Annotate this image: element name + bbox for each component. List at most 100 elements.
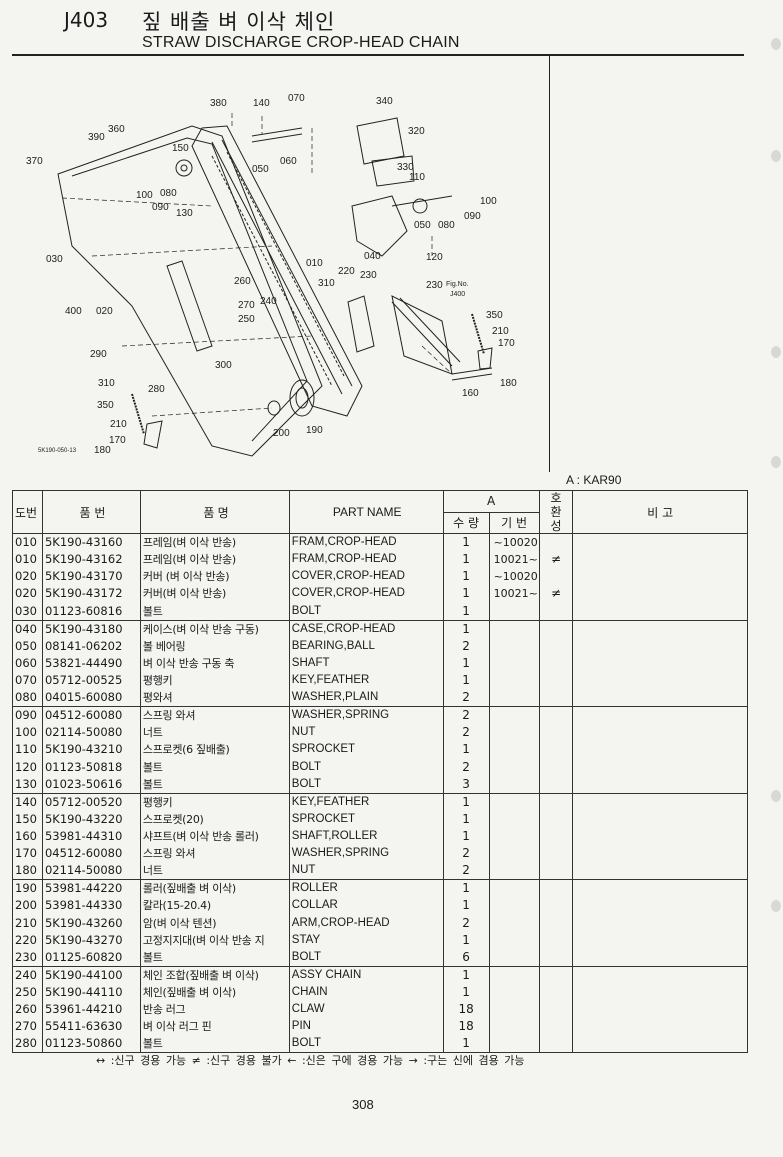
- cell-part-no: 04512-60080: [41, 706, 141, 725]
- cell-name-en: SHAFT,ROLLER: [288, 827, 444, 846]
- cover-plate: [57, 125, 323, 457]
- svg-text:180: 180: [500, 378, 517, 389]
- cell-qty: 18: [442, 1001, 490, 1019]
- svg-text:100: 100: [480, 196, 497, 207]
- svg-text:120: 120: [426, 252, 443, 263]
- cell-qty: 1: [442, 983, 490, 1001]
- diagram-divider: [549, 56, 550, 472]
- svg-text:380: 380: [210, 98, 227, 109]
- cell-part-no: 05712-00520: [41, 793, 141, 811]
- cell-serial: [488, 983, 540, 1001]
- cell-part-no: 5K190-43180: [41, 620, 141, 638]
- cell-compat: [538, 931, 574, 949]
- cell-serial: [488, 879, 540, 898]
- svg-text:330: 330: [397, 162, 414, 173]
- cell-part-no: 5K190-43162: [41, 551, 141, 569]
- cell-remarks: [572, 637, 748, 655]
- cell-serial: [488, 671, 540, 690]
- cell-name-ko: 케이스(벼 이삭 반송 구동): [139, 620, 290, 638]
- cell-no: 190: [12, 879, 43, 898]
- cell-part-no: 53981-44310: [41, 827, 141, 846]
- cell-name-en: BOLT: [288, 775, 444, 794]
- cell-part-no: 5K190-43220: [41, 810, 141, 828]
- cell-no: 230: [12, 948, 43, 967]
- cell-qty: 1: [442, 620, 490, 638]
- cell-serial: [488, 758, 540, 776]
- cell-qty: 1: [442, 551, 490, 569]
- cell-qty: 1: [442, 793, 490, 811]
- cell-no: 180: [12, 862, 43, 881]
- cell-compat: [538, 724, 574, 742]
- cell-remarks: [572, 1018, 748, 1036]
- cell-qty: 2: [442, 862, 490, 881]
- svg-text:270: 270: [238, 300, 255, 311]
- cell-qty: 1: [442, 741, 490, 759]
- cell-name-en: CASE,CROP-HEAD: [288, 620, 444, 638]
- cell-compat: [538, 671, 574, 690]
- svg-text:210: 210: [110, 419, 127, 430]
- svg-text:040: 040: [364, 251, 381, 262]
- svg-text:180: 180: [94, 445, 111, 456]
- cell-compat: [538, 810, 574, 828]
- cell-name-ko: 볼트: [139, 948, 290, 967]
- cell-remarks: [572, 810, 748, 828]
- col-header-remarks: 비 고: [572, 490, 748, 534]
- cell-compat: [538, 758, 574, 776]
- svg-text:280: 280: [148, 384, 165, 395]
- cell-name-ko: 볼트: [139, 1035, 290, 1054]
- cell-name-ko: 벼 이삭 러그 핀: [139, 1018, 290, 1036]
- svg-text:090: 090: [464, 211, 481, 222]
- cell-serial: [488, 948, 540, 967]
- cell-name-en: BOLT: [288, 1035, 444, 1054]
- cell-qty: 6: [442, 948, 490, 967]
- cell-serial: [488, 689, 540, 708]
- cell-qty: 2: [442, 689, 490, 708]
- cell-name-ko: 너트: [139, 724, 290, 742]
- cell-compat: ≠: [538, 585, 574, 603]
- cell-qty: 1: [442, 585, 490, 603]
- col-header-serial: 기 번: [488, 511, 540, 534]
- cell-serial: [488, 602, 540, 621]
- cell-compat: [538, 1001, 574, 1019]
- cell-no: 100: [12, 724, 43, 742]
- cell-no: 050: [12, 637, 43, 655]
- cell-name-en: NUT: [288, 724, 444, 742]
- cell-name-en: PIN: [288, 1018, 444, 1036]
- binding-hole: [771, 456, 781, 468]
- model-label: A : KAR90: [566, 473, 622, 487]
- cell-qty: 2: [442, 845, 490, 863]
- svg-text:240: 240: [260, 296, 277, 307]
- cell-no: 060: [12, 654, 43, 672]
- cell-part-no: 01023-50616: [41, 775, 141, 794]
- frame: [191, 125, 363, 417]
- cell-remarks: [572, 966, 748, 984]
- cell-part-no: 01125-60820: [41, 948, 141, 967]
- cell-name-en: ROLLER: [288, 879, 444, 898]
- binding-hole: [771, 38, 781, 50]
- svg-text:320: 320: [408, 126, 425, 137]
- cell-no: 250: [12, 983, 43, 1001]
- cell-remarks: [572, 706, 748, 725]
- cell-no: 270: [12, 1018, 43, 1036]
- cell-compat: [538, 1035, 574, 1054]
- cell-no: 200: [12, 897, 43, 915]
- cell-part-no: 5K190-44110: [41, 983, 141, 1001]
- col-header-name-ko: 품 명: [139, 490, 290, 534]
- cell-name-ko: 프레임(벼 이삭 반송): [139, 551, 290, 569]
- cell-no: 160: [12, 827, 43, 846]
- cell-compat: [538, 983, 574, 1001]
- col-header-group-a: A: [442, 490, 540, 513]
- cell-name-en: COLLAR: [288, 897, 444, 915]
- svg-text:310: 310: [318, 278, 335, 289]
- svg-text:290: 290: [90, 349, 107, 360]
- cell-no: 220: [12, 931, 43, 949]
- cell-qty: 2: [442, 724, 490, 742]
